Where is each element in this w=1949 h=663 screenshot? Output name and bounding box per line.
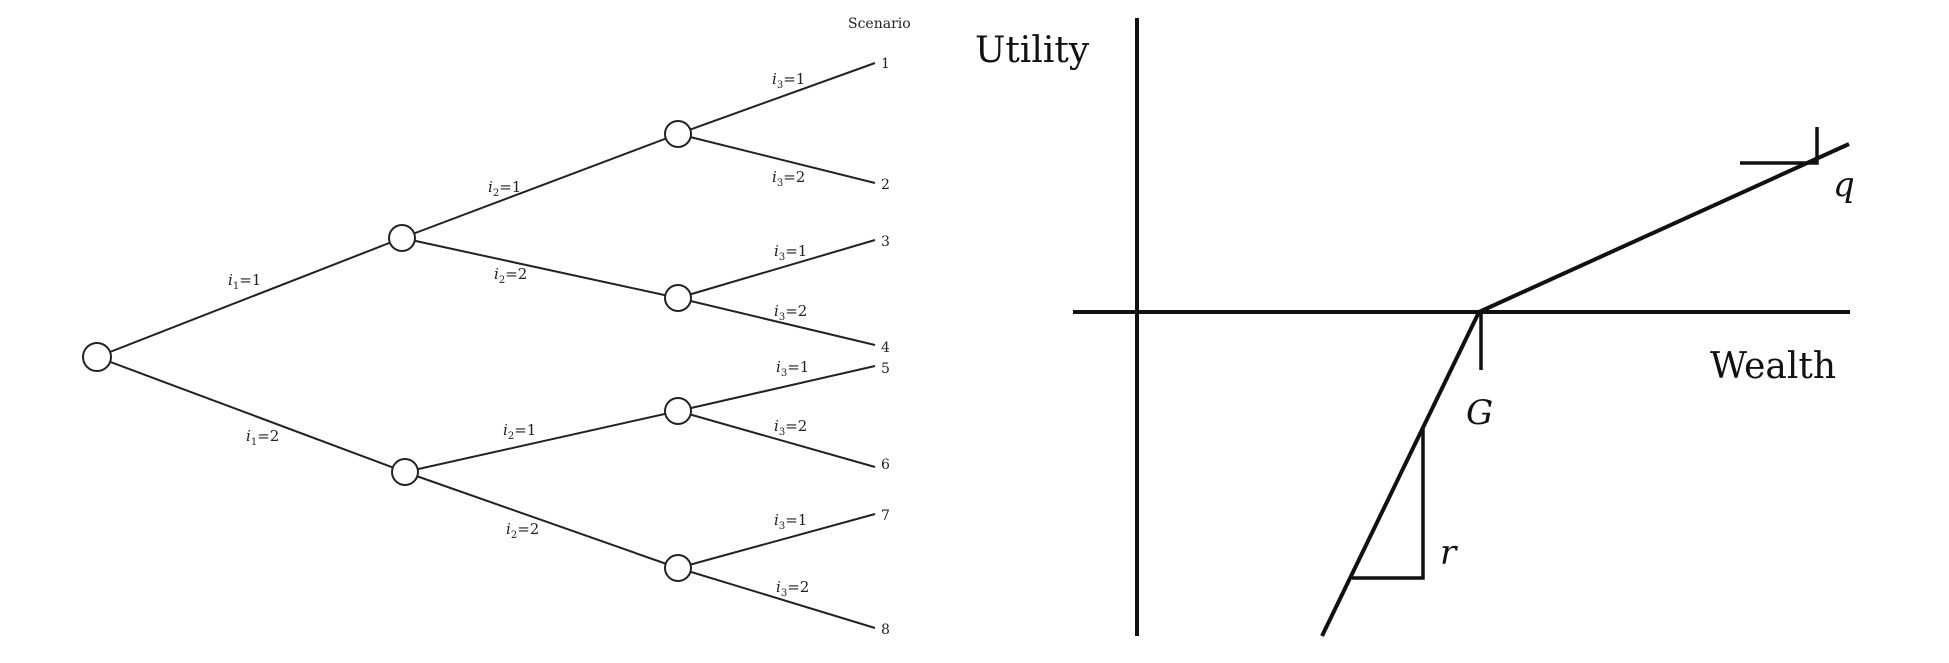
- q-label: q: [1833, 165, 1855, 205]
- edge-label: i3=2: [774, 302, 807, 323]
- g-label: G: [1466, 393, 1493, 433]
- tree-edge-3-4: [677, 297, 876, 346]
- scenario-number: 7: [881, 508, 890, 524]
- edge-label: i3=2: [774, 417, 807, 438]
- scenario-number: 6: [881, 457, 890, 473]
- tree-edge-3-5: [677, 365, 876, 412]
- scenario-number: 2: [881, 177, 890, 193]
- edge-label: i3=1: [774, 511, 807, 532]
- tree-node-stage2: [664, 284, 692, 312]
- tree-edge-3-7: [677, 513, 876, 569]
- wealth-axis-label: Wealth: [1710, 346, 1836, 387]
- utility-upper-segment: [1478, 142, 1850, 314]
- tree-edge-3-1: [677, 62, 876, 135]
- edge-label: i2=2: [494, 265, 527, 286]
- tree-edge-3-2: [677, 133, 876, 184]
- tree-edge-1-1: [96, 237, 403, 358]
- r-slope-triangle: [1352, 428, 1425, 580]
- tree-edge-2-4: [404, 471, 679, 569]
- edge-label: i2=1: [503, 421, 536, 442]
- scenario-number: 8: [881, 622, 890, 638]
- tree-edge-3-3: [677, 239, 876, 299]
- q-slope-triangle: [1740, 127, 1819, 165]
- tree-node-stage2: [664, 120, 692, 148]
- tree-node-stage1: [391, 458, 419, 486]
- scenario-number: 4: [881, 340, 890, 356]
- tree-edge-2-1: [401, 133, 679, 239]
- scenario-number: 1: [881, 56, 890, 72]
- edge-label: i3=1: [776, 358, 809, 379]
- scenario-number: 5: [881, 361, 890, 377]
- edge-label: i3=1: [772, 70, 805, 91]
- edge-label: i2=2: [506, 520, 539, 541]
- edge-label: i1=1: [228, 271, 261, 292]
- utility-axis-label: Utility: [975, 30, 1090, 71]
- edge-label: i3=2: [776, 578, 809, 599]
- edge-label: i3=2: [772, 168, 805, 189]
- tree-edge-3-8: [677, 567, 876, 629]
- tree-node-root: [82, 342, 112, 372]
- scenario-number: 3: [881, 234, 890, 250]
- tree-edge-1-2: [96, 356, 406, 473]
- r-label: r: [1440, 533, 1458, 573]
- tree-edge-2-2: [401, 237, 679, 299]
- edge-label: i3=1: [774, 242, 807, 263]
- utility-diagram: Utility Wealth G q r: [975, 18, 1855, 637]
- scenario-tree: Scenario i1=1 i1=2 i2: [82, 16, 911, 638]
- tree-edge-2-3: [404, 410, 679, 473]
- tree-node-stage2: [664, 397, 692, 425]
- tree-node-stage2: [664, 554, 692, 582]
- tree-edge-3-6: [677, 410, 876, 468]
- scenario-header: Scenario: [848, 16, 911, 32]
- tree-node-stage1: [388, 224, 416, 252]
- edge-label: i2=1: [488, 178, 521, 199]
- edge-label: i1=2: [246, 427, 279, 448]
- utility-lower-segment: [1320, 311, 1481, 637]
